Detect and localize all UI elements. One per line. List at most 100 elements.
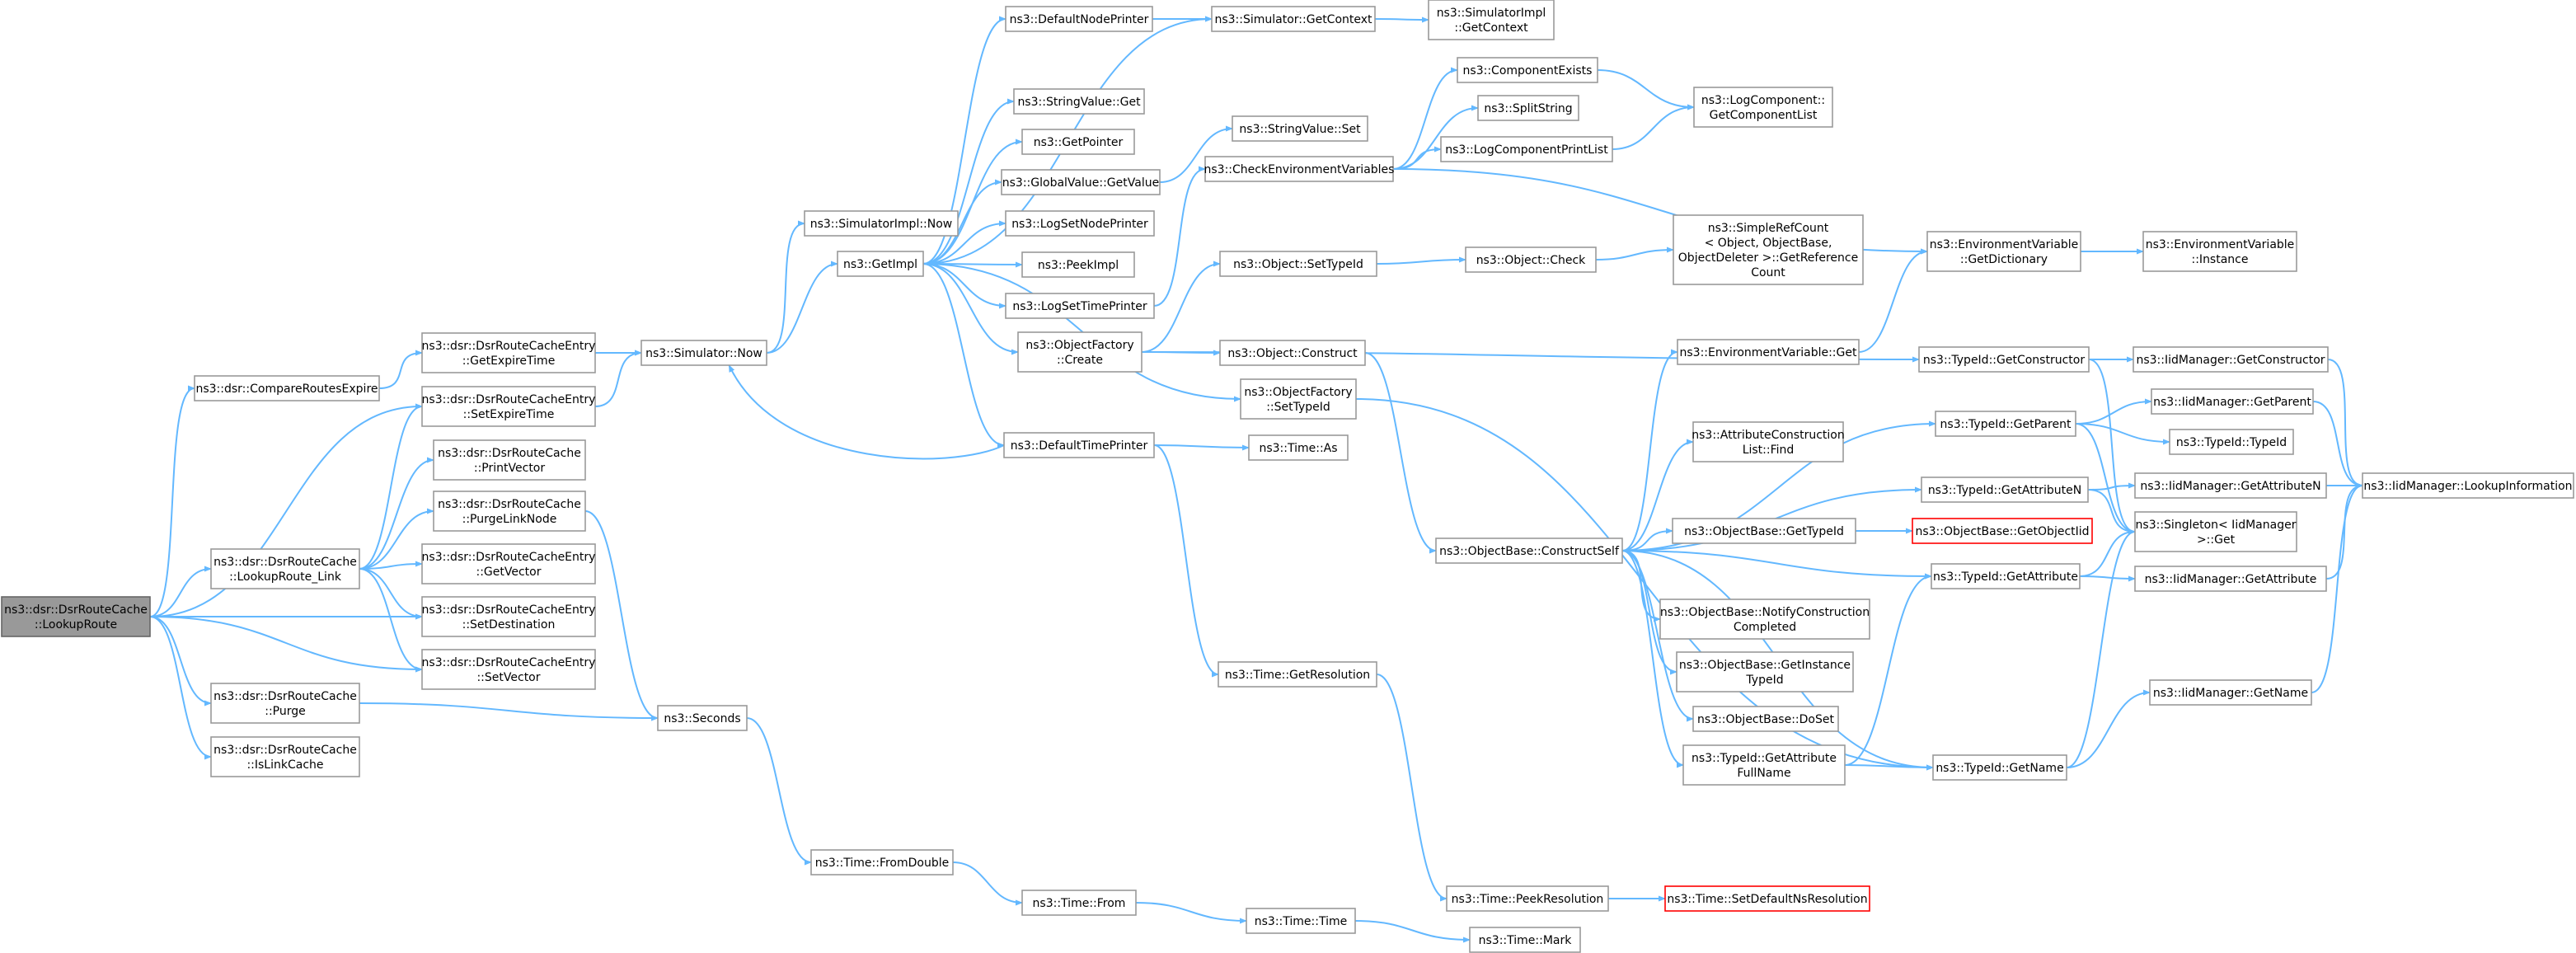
node-box [1005,293,1155,319]
node-purgeLinkNode[interactable]: ns3::dsr::DsrRouteCache::PurgeLinkNode [433,491,586,532]
node-envVarGet[interactable]: ns3::EnvironmentVariable::Get [1677,339,1860,365]
node-box [1246,908,1356,934]
node-objectConstruct[interactable]: ns3::Object::Construct [1219,340,1366,366]
node-iidGetParent[interactable]: ns3::IidManager::GetParent [2151,388,2314,415]
node-logComponentGetList[interactable]: ns3::LogComponent::GetComponentList [1693,87,1833,128]
node-timeTime[interactable]: ns3::Time::Time [1246,908,1356,934]
node-checkEnvVars[interactable]: ns3::CheckEnvironmentVariables [1204,156,1395,182]
node-timeGetResolution[interactable]: ns3::Time::GetResolution [1218,661,1377,688]
node-stringValueGet[interactable]: ns3::StringValue::Get [1013,88,1145,115]
node-label: ns3::EnvironmentVariable [1930,238,2079,251]
node-label: ::Create [1057,354,1103,367]
node-lookupRouteLink[interactable]: ns3::dsr::DsrRouteCache::LookupRoute_Lin… [210,548,360,589]
node-typeIdGetAttribute[interactable]: ns3::TypeId::GetAttribute [1931,563,2081,589]
node-objectBaseGetObjectIid[interactable]: ns3::ObjectBase::GetObjectIid [1912,518,2093,544]
node-box [1931,563,2081,589]
node-getPointer[interactable]: ns3::GetPointer [1021,129,1135,155]
node-objectFactoryCreate[interactable]: ns3::ObjectFactory::Create [1017,331,1143,373]
node-box [210,683,360,724]
node-logSetTimePrinter[interactable]: ns3::LogSetTimePrinter [1005,293,1155,319]
node-box [421,649,596,690]
node-simulatorImplNow[interactable]: ns3::SimulatorImpl::Now [804,210,959,237]
node-logComponentPrintList[interactable]: ns3::LogComponentPrintList [1440,136,1613,162]
node-iidLookupInformation[interactable]: ns3::IidManager::LookupInformation [2362,472,2574,499]
node-timeMark[interactable]: ns3::Time::Mark [1469,927,1581,953]
node-componentExists[interactable]: ns3::ComponentExists [1457,57,1598,83]
node-iidGetConstructor[interactable]: ns3::IidManager::GetConstructor [2133,346,2329,373]
edge-typeIdGetParent-to-singletonGet [2075,423,2136,535]
node-box [194,375,380,401]
node-box [657,705,748,731]
node-timeFrom[interactable]: ns3::Time::From [1021,890,1137,916]
node-objectSetTypeId[interactable]: ns3::Object::SetTypeId [1219,251,1377,277]
node-iidGetAttribute[interactable]: ns3::IidManager::GetAttribute [2134,566,2327,592]
edge-getImpl-to-objectFactorySetTypeId [922,263,1241,402]
node-typeIdGetName[interactable]: ns3::TypeId::GetName [1932,754,2067,781]
node-label: ::GetVector [476,566,542,579]
node-fromDouble[interactable]: ns3::Time::FromDouble [810,849,954,876]
node-iidGetAttributeN[interactable]: ns3::IidManager::GetAttributeN [2134,472,2327,499]
node-label: ns3::Time::Time [1255,915,1347,928]
node-peekImpl[interactable]: ns3::PeekImpl [1021,251,1135,278]
node-purge[interactable]: ns3::dsr::DsrRouteCache::Purge [210,683,360,724]
node-timePeekResolution[interactable]: ns3::Time::PeekResolution [1446,885,1609,912]
node-getImpl[interactable]: ns3::GetImpl [837,251,924,277]
node-label: ns3::GetPointer [1034,136,1124,149]
node-singletonGet[interactable]: ns3::Singleton< IidManager >::Get [2134,511,2297,552]
node-simulatorNow[interactable]: ns3::Simulator::Now [640,340,767,366]
node-simpleRefCountGetRef[interactable]: ns3::SimpleRefCount< Object, ObjectBase,… [1673,214,1864,285]
node-globalValueGetValue[interactable]: ns3::GlobalValue::GetValue [1001,169,1161,195]
node-label: ns3::LogSetNodePrinter [1011,218,1148,231]
node-typeIdGetParent[interactable]: ns3::TypeId::GetParent [1935,411,2076,437]
node-label: ns3::Object::SetTypeId [1233,258,1363,271]
node-printVector[interactable]: ns3::dsr::DsrRouteCache::PrintVector [433,439,586,481]
node-label: ns3::AttributeConstruction [1692,429,1844,442]
node-box [2134,472,2327,499]
node-isLinkCache[interactable]: ns3::dsr::DsrRouteCache::IsLinkCache [210,736,360,777]
node-box [421,386,596,427]
node-simulatorGetContext[interactable]: ns3::Simulator::GetContext [1211,6,1376,32]
node-envVarInstance[interactable]: ns3::EnvironmentVariable::Instance [2142,231,2297,272]
node-typeIdGetAttributeN[interactable]: ns3::TypeId::GetAttributeN [1921,476,2089,503]
node-box [1248,434,1349,461]
node-box [1232,115,1368,142]
node-typeIdGetConstructor[interactable]: ns3::TypeId::GetConstructor [1918,346,2090,373]
node-logSetNodePrinter[interactable]: ns3::LogSetNodePrinter [1005,210,1155,237]
node-objectFactorySetTypeId[interactable]: ns3::ObjectFactory::SetTypeId [1240,378,1357,420]
node-objectBaseConstructSelf[interactable]: ns3::ObjectBase::ConstructSelf [1435,538,1623,564]
node-lookupRoute[interactable]: ns3::dsr::DsrRouteCache::LookupRoute [1,596,151,637]
node-objectBaseNotifyConstructionCompleted[interactable]: ns3::ObjectBase::NotifyConstructionCompl… [1659,599,1870,640]
edge-lookupRouteLink-to-setExpireTime [359,403,423,570]
node-compareRoutesExpire[interactable]: ns3::dsr::CompareRoutesExpire [194,375,380,401]
node-stringValueSet[interactable]: ns3::StringValue::Set [1232,115,1368,142]
node-getVector[interactable]: ns3::dsr::DsrRouteCacheEntry::GetVector [421,543,596,584]
node-defaultTimePrinter[interactable]: ns3::DefaultTimePrinter [1003,432,1155,458]
node-objectCheck[interactable]: ns3::Object::Check [1465,246,1597,273]
node-label: ns3::ObjectFactory [1244,386,1352,399]
node-typeIdTypeId[interactable]: ns3::TypeId::TypeId [2169,429,2294,455]
node-seconds[interactable]: ns3::Seconds [657,705,748,731]
edge-defaultTimePrinter-to-timeGetResolution [1153,444,1219,678]
node-setVector[interactable]: ns3::dsr::DsrRouteCacheEntry::SetVector [421,649,596,690]
node-iidGetName[interactable]: ns3::IidManager::GetName [2149,679,2312,706]
node-splitString[interactable]: ns3::SplitString [1477,95,1579,121]
node-simImplGetContext[interactable]: ns3::SimulatorImpl::GetContext [1428,0,1555,40]
edge-typeIdGetConstructor-to-singletonGet [2088,359,2136,535]
node-timeSetDefaultNsResolution[interactable]: ns3::Time::SetDefaultNsResolution [1664,885,1870,912]
node-box [837,251,924,277]
node-objectBaseGetTypeId[interactable]: ns3::ObjectBase::GetTypeId [1672,518,1856,544]
node-setDestination[interactable]: ns3::dsr::DsrRouteCacheEntry::SetDestina… [421,596,596,637]
edge-iidGetName-to-iidLookupInformation [2311,482,2363,693]
node-timeAs[interactable]: ns3::Time::As [1248,434,1349,461]
node-getExpireTime[interactable]: ns3::dsr::DsrRouteCacheEntry::GetExpireT… [421,332,596,373]
node-defaultNodePrinter[interactable]: ns3::DefaultNodePrinter [1005,6,1153,32]
node-setExpireTime[interactable]: ns3::dsr::DsrRouteCacheEntry::SetExpireT… [421,386,596,427]
node-label: TypeId [1745,674,1783,687]
node-envVarGetDictionary[interactable]: ns3::EnvironmentVariable::GetDictionary [1926,231,2081,272]
node-objectBaseDoSet[interactable]: ns3::ObjectBase::DoSet [1692,706,1839,732]
